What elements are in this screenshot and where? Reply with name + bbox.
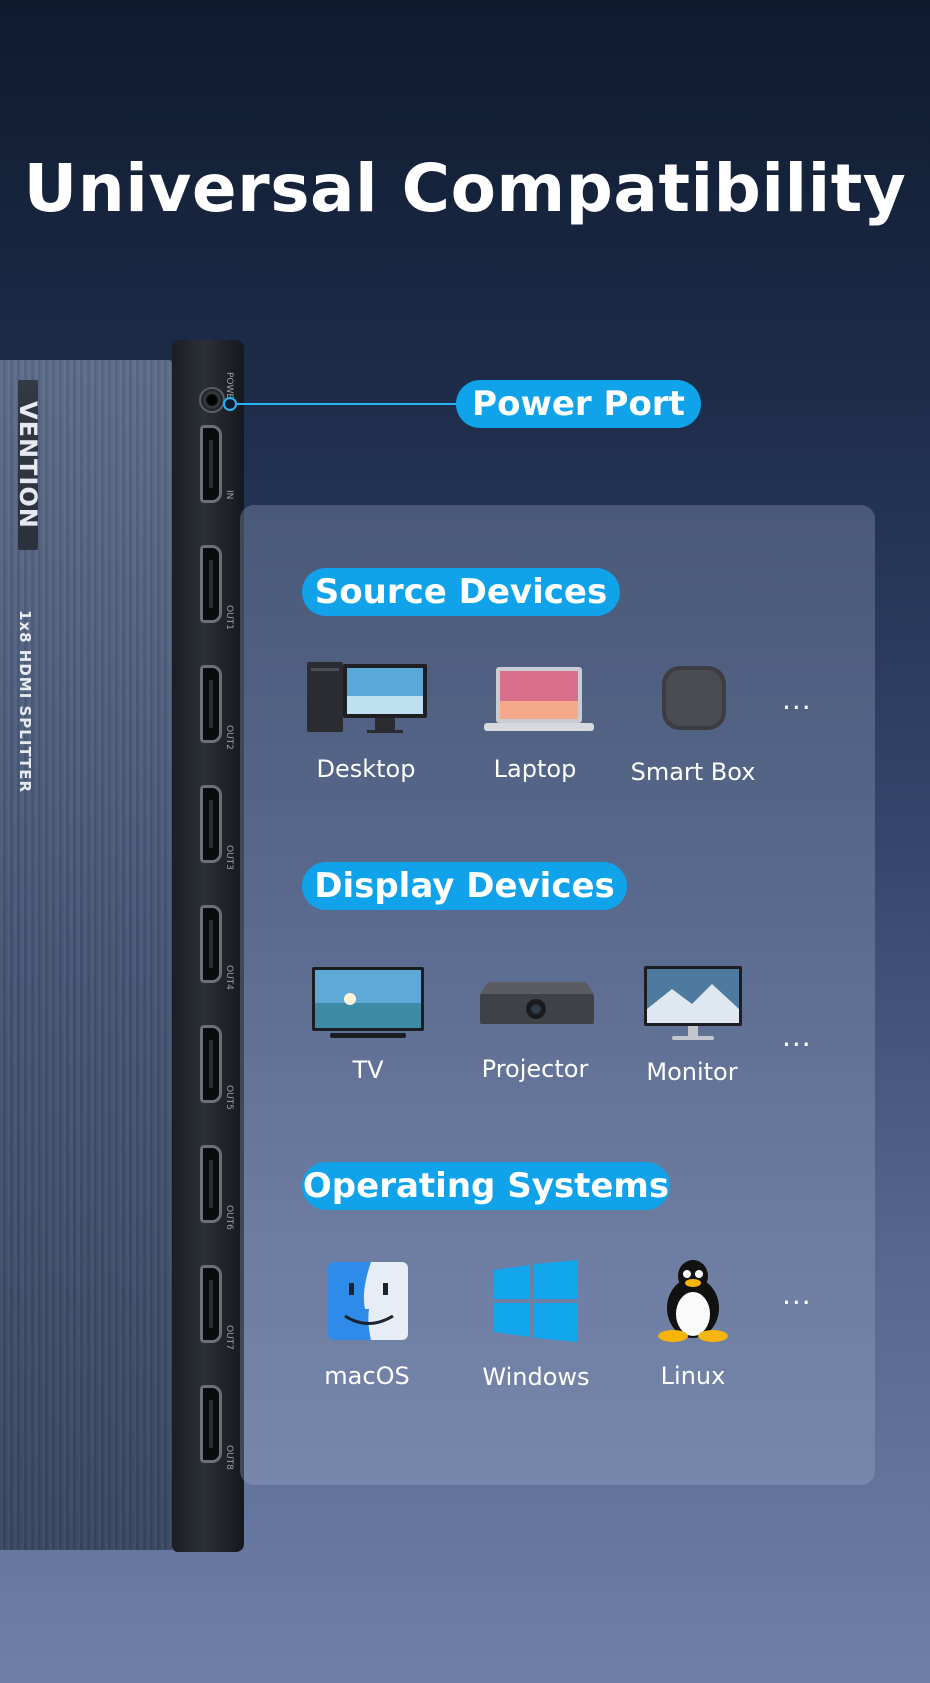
hdmi-port-out8 bbox=[200, 1385, 222, 1463]
brand-logo: VENTION bbox=[14, 380, 42, 550]
hdmi-port-in bbox=[200, 425, 222, 503]
hdmi-port-out1 bbox=[200, 545, 222, 623]
hdmi-port-out7 bbox=[200, 1265, 222, 1343]
list-item: Monitor bbox=[617, 1058, 767, 1086]
port-label: IN bbox=[224, 490, 234, 500]
port-label: OUT1 bbox=[224, 605, 234, 630]
port-label: OUT5 bbox=[224, 1085, 234, 1110]
list-item: TV bbox=[293, 1056, 443, 1084]
port-label: OUT8 bbox=[224, 1445, 234, 1470]
port-label: OUT6 bbox=[224, 1205, 234, 1230]
item-label: Laptop bbox=[493, 755, 577, 783]
hdmi-port-out6 bbox=[200, 1145, 222, 1223]
section-heading-operating-systems: Operating Systems bbox=[302, 1162, 670, 1210]
hdmi-port-out3 bbox=[200, 785, 222, 863]
item-label: macOS bbox=[324, 1362, 410, 1390]
callout-line bbox=[230, 403, 460, 405]
list-item: Smart Box bbox=[618, 758, 768, 786]
section-heading-source-devices: Source Devices bbox=[302, 568, 620, 616]
list-item: macOS bbox=[292, 1362, 442, 1390]
port-label: OUT2 bbox=[224, 725, 234, 750]
hdmi-port-out2 bbox=[200, 665, 222, 743]
item-label: Projector bbox=[481, 1055, 589, 1083]
list-item: Desktop bbox=[291, 755, 441, 783]
model-label: 1x8 HDMI SPLITTER bbox=[16, 610, 34, 794]
windows-icon bbox=[494, 1260, 578, 1342]
page-title: Universal Compatibility bbox=[23, 150, 907, 227]
macos-icon bbox=[328, 1262, 408, 1340]
power-jack bbox=[199, 387, 225, 413]
more-indicator: ... bbox=[782, 683, 812, 716]
item-label: Smart Box bbox=[630, 758, 756, 786]
device-top-face: VENTION 1x8 HDMI SPLITTER bbox=[0, 360, 172, 1550]
item-label: Windows bbox=[482, 1363, 590, 1391]
more-indicator: ... bbox=[782, 1278, 812, 1311]
smart-box-icon bbox=[662, 666, 726, 730]
list-item: Linux bbox=[618, 1362, 768, 1390]
callout-dot bbox=[223, 397, 237, 411]
tv-icon bbox=[312, 967, 424, 1038]
port-label: OUT3 bbox=[224, 845, 234, 870]
port-label: OUT7 bbox=[224, 1325, 234, 1350]
linux-icon bbox=[658, 1260, 728, 1342]
section-heading-display-devices: Display Devices bbox=[302, 862, 627, 910]
desktop-icon bbox=[307, 662, 427, 733]
laptop-icon bbox=[484, 667, 594, 731]
list-item: Windows bbox=[461, 1363, 611, 1391]
list-item: Projector bbox=[460, 1055, 610, 1083]
item-label: Desktop bbox=[316, 755, 416, 783]
hdmi-port-out4 bbox=[200, 905, 222, 983]
power-port-callout: Power Port bbox=[456, 380, 701, 428]
port-label: OUT4 bbox=[224, 965, 234, 990]
hdmi-port-out5 bbox=[200, 1025, 222, 1103]
power-port-label: POWER bbox=[224, 372, 234, 406]
more-indicator: ... bbox=[782, 1020, 812, 1053]
monitor-icon bbox=[644, 966, 742, 1040]
projector-icon bbox=[480, 982, 594, 1024]
item-label: Monitor bbox=[646, 1058, 738, 1086]
list-item: Laptop bbox=[460, 755, 610, 783]
item-label: Linux bbox=[660, 1362, 726, 1390]
item-label: TV bbox=[352, 1056, 384, 1084]
